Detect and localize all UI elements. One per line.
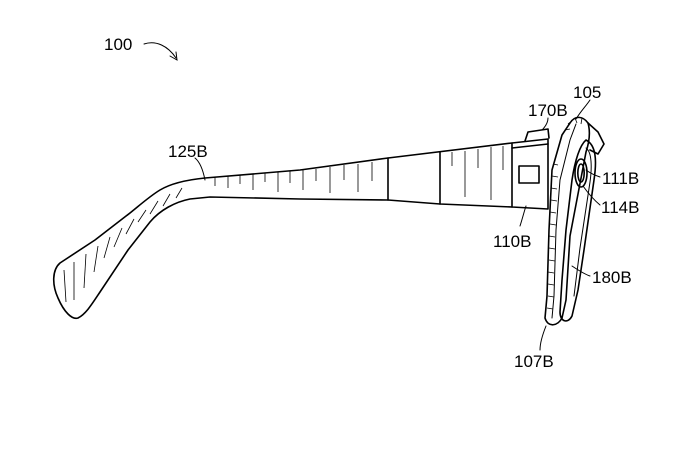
leader-111B (585, 169, 601, 178)
leader-lines (143, 42, 601, 351)
label-110B: 110B (493, 232, 531, 251)
label-100: 100 (104, 35, 132, 54)
frame-inner-edge (551, 123, 577, 319)
hinge-block (511, 138, 549, 210)
leader-100 (143, 42, 177, 59)
camera-lens-outer (574, 158, 588, 188)
temple-shading (63, 146, 504, 303)
frame-shading (546, 117, 583, 310)
camera-lens-inner (576, 163, 585, 183)
lens (559, 139, 597, 322)
temple-arm (52, 142, 513, 320)
hinge-top-edge (511, 143, 549, 149)
label-105: 105 (573, 83, 601, 102)
arrow-head-100 (169, 51, 178, 61)
label-107B: 107B (514, 352, 554, 371)
label-170B: 170B (528, 101, 568, 120)
leader-105 (575, 99, 591, 120)
leader-114B (582, 185, 601, 206)
sensor-window (518, 165, 540, 184)
hinge-tab (524, 128, 550, 142)
reference-labels: 100 105 170B 125B 111B 114B 110B 180B 10… (104, 35, 639, 371)
leader-180B (571, 265, 591, 277)
hinge-housing (511, 128, 550, 210)
leader-110B (519, 205, 527, 227)
lens-inner (573, 147, 592, 297)
nose-bridge-nub (587, 122, 605, 155)
front-frame (544, 116, 605, 326)
temple-outline (52, 142, 513, 320)
label-114B: 114B (601, 198, 639, 217)
label-111B: 111B (602, 169, 639, 188)
leader-107B (539, 325, 547, 351)
label-180B: 180B (592, 268, 632, 287)
leader-125B (194, 157, 206, 181)
leader-170B (541, 117, 549, 131)
label-125B: 125B (168, 142, 208, 161)
